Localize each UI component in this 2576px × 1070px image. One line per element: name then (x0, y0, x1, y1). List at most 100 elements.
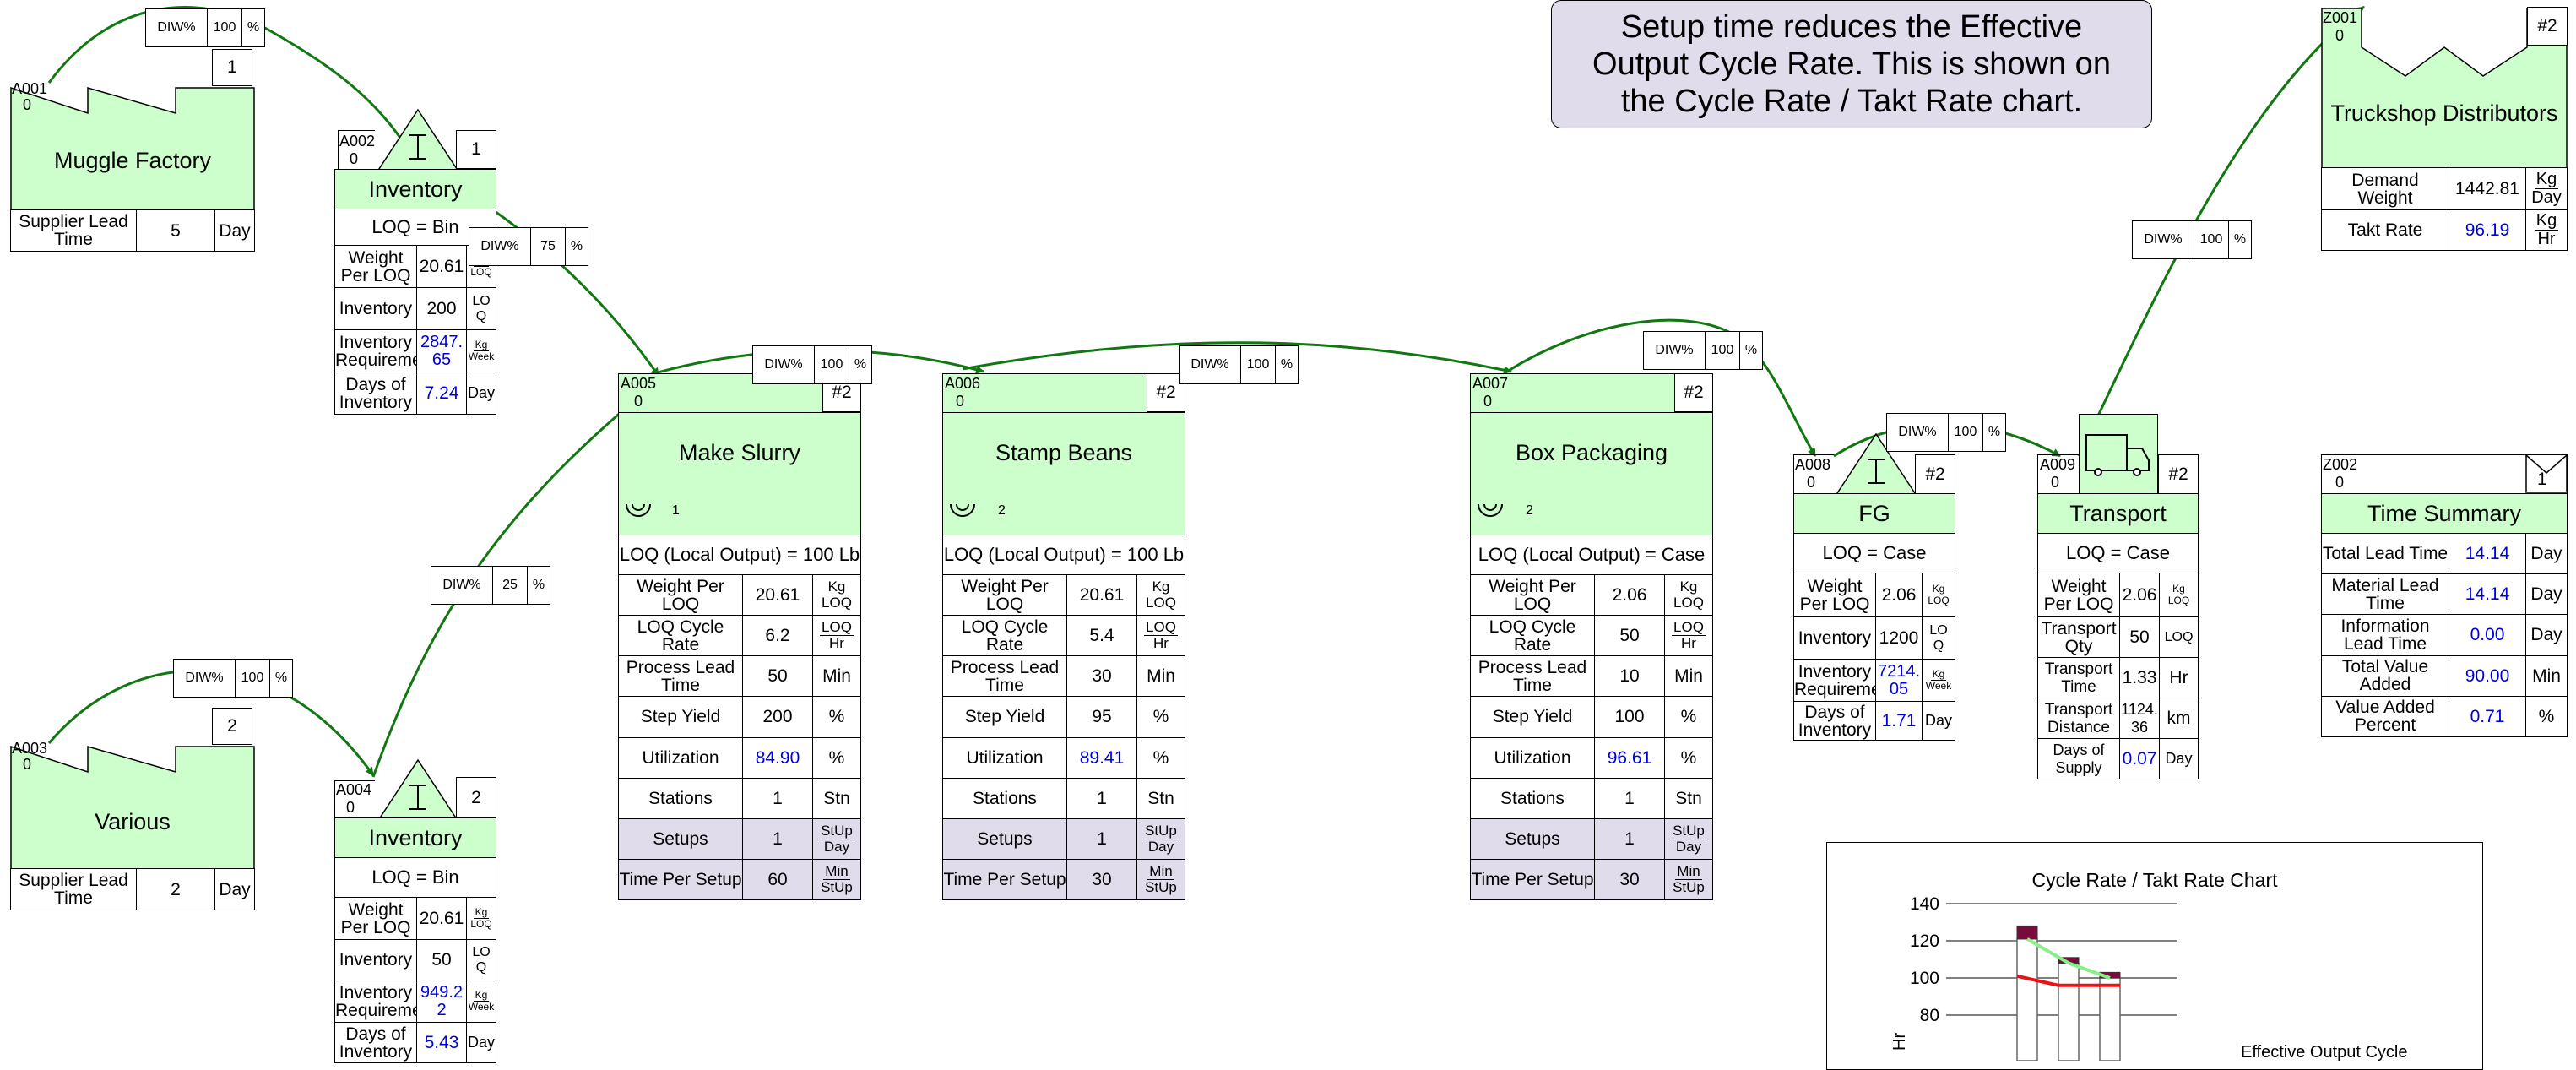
inv-days-value: 1.71 (1875, 701, 1923, 741)
proc-setuptime-value: 30 (1594, 858, 1665, 901)
proc-utilization-value: 89.41 (1066, 736, 1137, 779)
proc-setuptime-value: 30 (1066, 858, 1137, 901)
unit-top: Kg (2171, 583, 2187, 595)
supplier-lead-unit: Day (214, 209, 255, 252)
proc-setups-value: 1 (742, 817, 813, 860)
unit-top: LOQ (820, 619, 854, 637)
process-id: A005 (621, 375, 657, 392)
unit: km (2159, 698, 2199, 739)
unit: Stn (1136, 777, 1185, 819)
inv-weight-label: Weight Per LOQ (1793, 573, 1876, 617)
chart-y-axis-label: Hr (1890, 1033, 1909, 1051)
unit-bottom: Q (1933, 638, 1944, 653)
inventory-id-frame (338, 130, 375, 169)
proc-stations-label: Stations (1470, 777, 1595, 819)
transport-distance-value: 1124.36 (2119, 698, 2160, 739)
inv-days-value: 5.43 (416, 1022, 467, 1063)
chart-y-tick-label: 120 (1910, 931, 1939, 951)
inventory-sub: 0 (350, 150, 359, 167)
inventory-sub: 0 (1807, 474, 1816, 491)
truck-icon (2085, 434, 2150, 476)
inv-inventory-value: 1200 (1875, 616, 1923, 660)
unit-top: LOQ (1144, 619, 1178, 637)
proc-setups-value: 1 (1594, 817, 1665, 860)
flow-label-value: 100 (815, 346, 849, 383)
proc-leadtime-label: Process Lead Time (1470, 655, 1595, 698)
inv-weight-label: Weight Per LOQ (334, 245, 417, 288)
proc-weight-label: Weight Per LOQ (618, 573, 743, 616)
inventory-id: A004 (336, 781, 372, 798)
unit-bottom: LOQ (470, 266, 492, 278)
flow-label-unit: % (247, 20, 260, 35)
proc-yield-label: Step Yield (942, 696, 1067, 738)
inventory-id: A002 (339, 133, 376, 149)
unit-bottom: LOQ (470, 918, 492, 930)
customer-demand-label: Demand Weight (2321, 167, 2449, 210)
setup-time-note: Setup time reduces the Effective Output … (1551, 0, 2152, 128)
inv-weight-value: 20.61 (416, 245, 467, 288)
unit: Day (466, 372, 496, 415)
flow-label-name: DIW% (1887, 414, 1949, 451)
inv-requirement-value: 949.22 (416, 980, 467, 1023)
flow-label-value: 25 (493, 567, 528, 604)
inv-days-label: Days of Inventory (334, 1022, 417, 1063)
proc-utilization-value: 96.61 (1594, 736, 1665, 779)
flow-label-value: 100 (208, 9, 242, 46)
unit-top: Kg (473, 989, 490, 1002)
supplier-lead-label: Supplier Lead Time (10, 868, 137, 910)
transport-sub: 0 (2051, 474, 2060, 491)
unit: % (2525, 695, 2568, 738)
unit-bottom: LOQ (2167, 595, 2190, 606)
unit: % (1136, 696, 1185, 738)
proc-yield-label: Step Yield (618, 696, 743, 738)
unit: Hr (2159, 657, 2199, 698)
flow-label-name: DIW% (146, 9, 208, 46)
supplier-sub: 0 (23, 756, 32, 773)
flow-label-value: 100 (2194, 221, 2229, 258)
summary-va-percent-value: 0.71 (2449, 695, 2526, 738)
transport-weight-label: Weight Per LOQ (2037, 573, 2120, 617)
proc-setups-label: Setups (942, 817, 1067, 860)
supplier-lead-value: 2 (136, 868, 215, 910)
inventory-triangle-icon (376, 758, 460, 823)
unit-bottom: Hr (1153, 635, 1169, 652)
unit: Day (2525, 614, 2568, 656)
summary-material-lead-label: Material Lead Time (2321, 573, 2449, 616)
chart-y-tick-label: 140 (1910, 894, 1939, 914)
unit: Min (1136, 655, 1185, 698)
proc-yield-value: 100 (1594, 696, 1665, 738)
operator-icon (950, 503, 975, 517)
unit-bottom: Q (475, 959, 487, 975)
unit-top: LO (472, 293, 491, 308)
chart-bar-setup-cap (2016, 925, 2038, 940)
proc-leadtime-value: 30 (1066, 655, 1137, 698)
unit-bottom: Day (1147, 838, 1174, 855)
inventory-badge: #2 (1915, 454, 1955, 495)
proc-weight-label: Weight Per LOQ (942, 573, 1067, 616)
customer-takt-value: 96.19 (2449, 209, 2526, 251)
flow-label: DIW%100% (1643, 331, 1763, 370)
unit-bottom: Day (823, 838, 850, 855)
supplier-lead-label: Supplier Lead Time (10, 209, 137, 252)
customer-name: Truckshop Distributors (2330, 100, 2558, 126)
unit: Stn (1664, 777, 1713, 819)
inventory-sub: 0 (346, 799, 355, 816)
flow-label-value: 100 (1241, 346, 1276, 383)
flow-label-value: 100 (236, 660, 270, 697)
unit-top: Min (1675, 862, 1702, 880)
proc-cycle-label: LOQ Cycle Rate (942, 615, 1067, 657)
unit-bottom: Day (2531, 188, 2562, 207)
transport-badge: #2 (2158, 454, 2199, 495)
proc-weight-label: Weight Per LOQ (1470, 573, 1595, 616)
flow-line-a004-a005 (371, 374, 665, 778)
unit-bottom: LOQ (1928, 595, 1950, 606)
unit: Day (2525, 532, 2568, 575)
inventory-badge: 2 (456, 777, 496, 819)
inv-requirement-label: Inventory Requirement (1793, 659, 1876, 702)
flow-label: DIW%100% (2132, 220, 2252, 259)
customer-takt-label: Takt Rate (2321, 209, 2449, 251)
proc-cycle-value: 6.2 (742, 615, 813, 657)
